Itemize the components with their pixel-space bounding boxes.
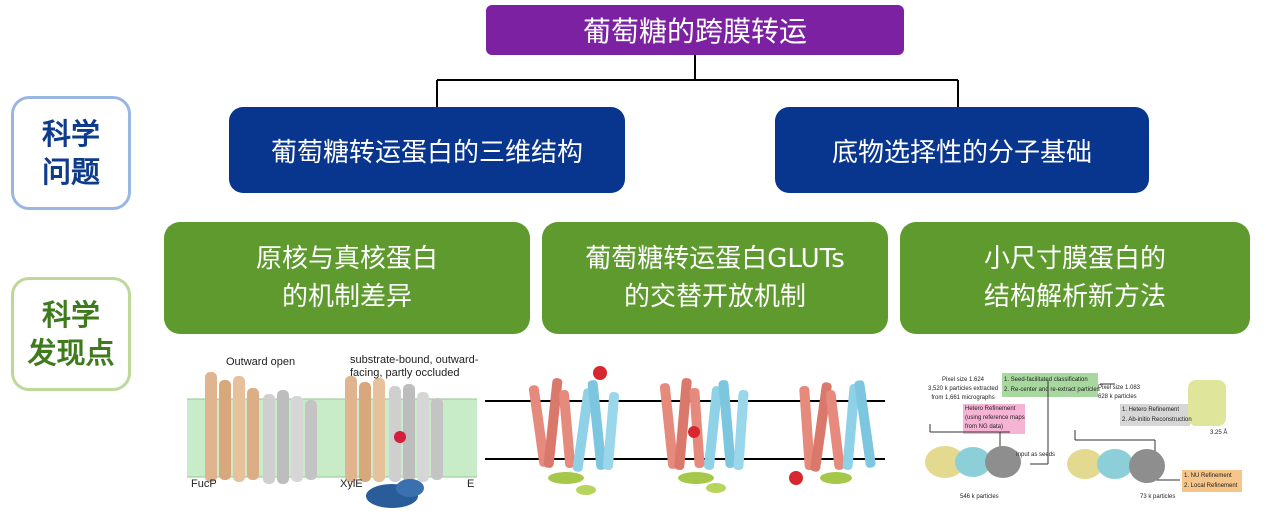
label-fucp: FucP bbox=[191, 478, 217, 490]
density-map-cyan bbox=[955, 447, 991, 477]
final-map bbox=[1188, 380, 1226, 426]
label-step-green: 1. Seed-facilitated classification 2. Re… bbox=[1004, 377, 1100, 393]
figure-glut-states bbox=[485, 366, 885, 495]
label-steps-orange: 1. NU Refinement 2. Local Refinement bbox=[1184, 473, 1238, 489]
figure-outward-open bbox=[187, 372, 477, 508]
label-pixel-mid: Pixel size 1.083 628 k particles bbox=[1098, 385, 1141, 400]
step-green-box bbox=[1002, 373, 1098, 397]
protein-fucp bbox=[205, 372, 317, 484]
label-substrate-bound: substrate-bound, outward- facing, partly… bbox=[350, 354, 479, 379]
density-map-yellow bbox=[925, 446, 965, 478]
label-steps-gray: 1. Hetero Refinement 2. Ab-initio Recons… bbox=[1122, 407, 1192, 423]
finding-box-glut-alternating: 葡萄糖转运蛋白GLUTs 的交替开放机制 bbox=[542, 222, 888, 334]
protein-xyle bbox=[345, 376, 443, 508]
figure-cryoem-workflow bbox=[925, 373, 1242, 492]
glucose-icon bbox=[688, 426, 700, 438]
finding-box-new-method: 小尺寸膜蛋白的 结构解析新方法 bbox=[900, 222, 1250, 334]
question-box-structure: 葡萄糖转运蛋白的三维结构 bbox=[229, 107, 625, 193]
label-hetero-pink: Hetero Refinement (using reference maps … bbox=[965, 406, 1025, 430]
label-xyle: XylE bbox=[340, 478, 363, 490]
substrate-dot bbox=[394, 431, 406, 443]
label-count-left: 546 k particles bbox=[960, 494, 999, 500]
label-pixel-left: Pixel size 1.624 3,520 k particles extra… bbox=[928, 377, 999, 401]
label-outward-open: Outward open bbox=[226, 356, 296, 368]
glut-state-outward bbox=[528, 366, 620, 495]
diagram-title: 葡萄糖的跨膜转运 bbox=[486, 5, 904, 55]
steps-orange-box bbox=[1182, 470, 1242, 492]
label-resolution: 3.25 Å bbox=[1210, 430, 1228, 436]
glut-state-inward bbox=[789, 380, 876, 485]
glucose-icon bbox=[593, 366, 607, 380]
label-count-right: 73 k particles bbox=[1140, 494, 1176, 500]
label-edge: E bbox=[467, 478, 475, 490]
glut-state-occluded bbox=[659, 378, 749, 493]
side-label-findings: 科学 发现点 bbox=[11, 277, 131, 391]
density-map-gray bbox=[985, 446, 1021, 478]
steps-gray-box bbox=[1120, 404, 1190, 426]
side-label-questions: 科学 问题 bbox=[11, 96, 131, 210]
hetero-pink-box bbox=[963, 404, 1025, 434]
question-box-selectivity: 底物选择性的分子基础 bbox=[775, 107, 1149, 193]
glucose-icon bbox=[789, 471, 803, 485]
finding-box-mechanism-diff: 原核与真核蛋白 的机制差异 bbox=[164, 222, 530, 334]
label-input-seeds: Input as seeds bbox=[1016, 452, 1056, 458]
